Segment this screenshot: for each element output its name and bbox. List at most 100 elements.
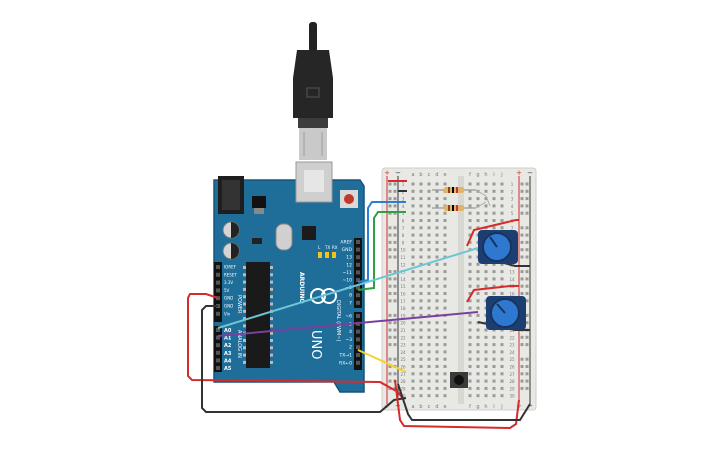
column-letter: h [484,404,487,410]
breadboard-hole [443,270,447,274]
rail-hole [525,386,529,390]
rail-hole [520,182,524,186]
breadboard-hole [427,182,431,186]
breadboard-hole [427,394,431,398]
rail-hole [393,277,397,281]
breadboard-hole [411,284,415,288]
row-number: 25 [509,357,515,362]
rail-hole [525,313,529,317]
breadboard-hole [435,182,439,186]
breadboard-hole [411,306,415,310]
breadboard-hole [419,357,423,361]
rail-hole [525,270,529,274]
digital-pin-label: GND [342,247,353,253]
breadboard-hole [411,197,415,201]
board-brand-label: ARDUINO [298,272,305,303]
breadboard-hole [435,233,439,237]
breadboard-hole [484,292,488,295]
breadboard-hole [419,255,423,259]
breadboard-hole [435,277,439,281]
breadboard-hole [492,219,496,222]
breadboard-hole [419,204,423,208]
row-number: 14 [509,277,515,282]
rail-hole [388,270,392,274]
breadboard-hole [468,219,472,222]
breadboard-hole [492,211,496,215]
row-number: 14 [400,277,406,282]
row-number: 12 [400,262,406,267]
breadboard-hole [492,365,496,368]
row-number: 30 [509,394,515,399]
breadboard-hole [427,262,431,266]
column-letter: g [476,172,479,178]
wire-yellow [357,349,407,373]
breadboard-hole [435,204,439,208]
breadboard-hole [443,335,447,339]
breadboard-hole [484,277,488,281]
rail-hole [388,204,392,208]
rail-hole [525,233,529,237]
breadboard-hole [484,284,488,288]
rail-hole [388,255,392,259]
breadboard-hole [500,350,504,354]
rail-hole [388,343,392,347]
rail-hole [520,270,524,274]
breadboard-hole [435,335,439,339]
column-letter: h [484,172,487,178]
breadboard-hole [476,262,480,266]
breadboard-hole [443,379,447,383]
rail-hole [393,211,397,215]
breadboard-hole [500,262,504,266]
breadboard-hole [468,240,472,244]
breadboard-hole [468,211,472,215]
power-pin-label: Vin [224,311,231,316]
breadboard-hole [484,379,488,383]
breadboard-hole [419,386,423,390]
breadboard-hole [468,292,472,295]
column-letter: i [493,172,494,178]
rail-hole [520,284,524,288]
rail-hole [525,255,529,259]
wire-red-5v [187,293,405,401]
rail-hole [388,321,392,325]
breadboard-hole [427,343,431,347]
breadboard-hole [492,189,496,193]
breadboard-hole [484,211,488,215]
breadboard-hole [435,357,439,361]
breadboard-hole [500,270,504,274]
breadboard-hole [443,365,447,368]
breadboard-hole [476,365,480,368]
rail-hole [520,292,524,295]
breadboard-hole [419,240,423,244]
breadboard-hole [443,226,447,230]
breadboard-hole [500,343,504,347]
row-number: 7 [511,226,514,231]
led-label: RX [332,245,338,250]
breadboard-hole [468,197,472,201]
digital-pin-label: RX←0 [339,360,352,366]
breadboard-hole [427,292,431,295]
breadboard-hole [419,299,423,303]
breadboard-hole [435,321,439,325]
column-letter: f [469,404,471,410]
breadboard-hole [476,284,480,288]
breadboard-hole [411,343,415,347]
column-letter: c [428,404,431,410]
rail-hole [393,255,397,259]
rail-hole [525,372,529,376]
analog-header-label: ANALOG IN [236,330,242,358]
breadboard-hole [484,262,488,266]
breadboard-hole [419,306,423,310]
rail-hole [525,226,529,230]
breadboard-hole [435,211,439,215]
breadboard-hole [476,372,480,376]
breadboard-hole [492,350,496,354]
breadboard-hole [435,248,439,252]
row-number: 15 [400,284,406,289]
column-letter: e [443,404,446,410]
breadboard-hole [411,233,415,237]
breadboard-hole [492,284,496,288]
row-number: 27 [400,372,406,377]
power-pin-label: IOREF [224,265,237,270]
breadboard-hole [476,219,480,222]
